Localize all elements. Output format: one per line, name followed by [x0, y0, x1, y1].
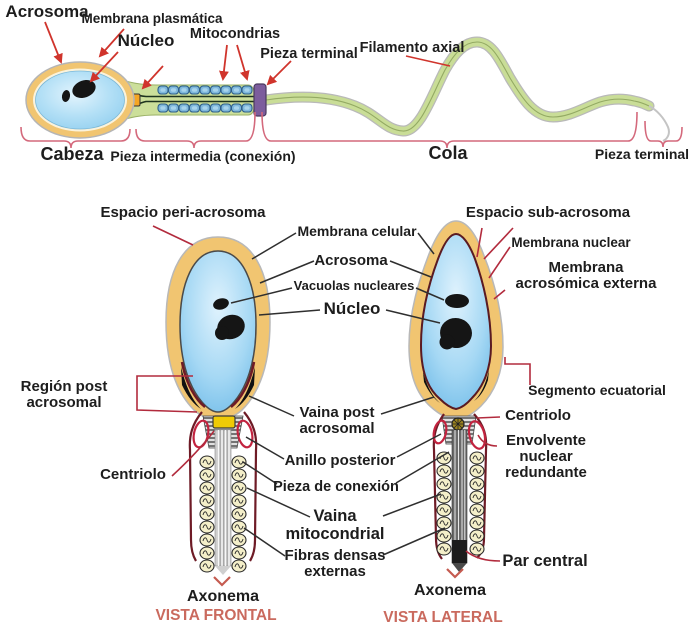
label-anillo-posterior: Anillo posterior: [284, 452, 396, 469]
lateral-head: [408, 220, 504, 421]
frontal-view-illustration: [165, 236, 271, 587]
annulus: [253, 83, 267, 117]
lateral-view-illustration: [408, 220, 504, 579]
label-pieza-terminal-top: Pieza terminal: [260, 46, 358, 62]
annotation-arrows: [44, 21, 451, 90]
label-axonema-frontal: Axonema: [186, 588, 260, 605]
frontal-neck-tail: [188, 411, 258, 587]
redundant-envelope-pointer: [477, 434, 498, 447]
label-segmento-ecuatorial: Segmento ecuatorial: [528, 382, 666, 398]
mitochondria-arrow-2: [236, 44, 250, 81]
nuclear-envelope-loop-left: [432, 419, 448, 445]
label-region-post-acrosomal: Región post acrosomal: [20, 378, 108, 412]
label-mitocondrias: Mitocondrias: [189, 26, 281, 42]
nucleus-vacuole: [61, 90, 71, 102]
tail-outline-left: [188, 411, 203, 562]
mitochondrial-sheath-right: [469, 451, 485, 556]
label-vacuolas-nucleares: Vacuolas nucleares: [293, 278, 415, 293]
peri-acrosome-pointer: [152, 225, 194, 246]
label-par-central: Par central: [502, 552, 588, 570]
label-axonema-lateral: Axonema: [413, 582, 487, 599]
section-brackets: [20, 111, 683, 149]
mitochondria-row-bottom: [157, 103, 253, 113]
caption-vista-lateral: VISTA LATERAL: [383, 609, 503, 626]
nuclear-vacuole: [445, 294, 469, 308]
terminal-piece-bracket: [644, 120, 683, 148]
label-pieza-de-conexion: Pieza de conexión: [273, 479, 399, 495]
label-cola: Cola: [428, 143, 468, 163]
label-centriolo-lateral: Centriolo: [505, 407, 571, 424]
mitochondrial-sheath-left: [199, 455, 215, 573]
post-acrosomal-region-bracket: [136, 375, 198, 413]
mitochondrial-sheath-right: [231, 455, 247, 573]
outer-acrosomal-membrane-pointer: [493, 289, 506, 300]
connecting-piece-arrow: [141, 65, 164, 90]
label-envolvente-nuclear-redundante: Envolvente nuclear redundante: [505, 432, 587, 482]
terminal-piece-arrow: [266, 60, 292, 86]
label-membrana-nuclear: Membrana nuclear: [511, 235, 631, 250]
centriole-block: [212, 415, 236, 429]
label-acrosoma-mid: Acrosoma: [314, 252, 388, 269]
sub-acrosome-pointer-2: [483, 227, 514, 260]
mitochondrial-sheath-left: [436, 451, 452, 556]
redundant-nuclear-envelope-loop: [467, 420, 487, 450]
lateral-neck-tail: [432, 413, 488, 579]
nuclear-envelope-loop-left: [192, 419, 210, 449]
label-nucleo-top: Núcleo: [117, 31, 175, 50]
post-acrosomal-wedge-left: [181, 367, 201, 409]
tail-bracket: [261, 111, 638, 149]
axoneme-chevron: [446, 568, 464, 579]
top-sperm-illustration: [20, 21, 683, 149]
label-membrana-celular: Membrana celular: [297, 223, 417, 239]
nuclear-envelope-loop-right: [236, 419, 254, 449]
nucleus-blob: [72, 80, 96, 98]
label-cabeza: Cabeza: [40, 144, 104, 164]
plasma-membrane-arrow: [98, 28, 125, 58]
label-nucleo-mid: Núcleo: [323, 299, 381, 318]
tail-outline-right: [243, 411, 258, 562]
tail-flagellum: [260, 36, 670, 142]
midpiece: [110, 76, 267, 124]
acrosome-arrow: [44, 21, 63, 64]
label-fibras-densas-externas: Fibras densas externas: [284, 547, 386, 581]
dark-pointer-lines: [230, 232, 450, 557]
nuclear-membrane-pointer: [488, 246, 511, 279]
head-bracket: [20, 126, 131, 149]
axoneme-chevron: [213, 576, 231, 587]
label-membrana-acrosomica-externa: Membrana acrosómica externa: [515, 259, 657, 293]
label-membrana-plasmatica: Membrana plasmática: [81, 11, 223, 26]
lateral-centriole-pointer: [476, 416, 501, 419]
label-espacio-sub-acrosoma: Espacio sub-acrosoma: [465, 204, 631, 221]
label-vaina-post-acrosomal: Vaina post acrosomal: [299, 404, 375, 438]
head-top-view: [25, 61, 135, 139]
label-filamento-axial: Filamento axial: [359, 40, 465, 56]
mitochondria-row-top: [157, 85, 253, 95]
nuclear-vacuole: [213, 298, 229, 310]
midpiece-bracket: [135, 111, 256, 149]
label-centriolo-frontal: Centriolo: [100, 466, 166, 483]
equatorial-segment-bracket: [504, 357, 531, 385]
label-espacio-peri-acrosoma: Espacio peri-acrosoma: [100, 204, 266, 221]
label-pieza-terminal-bracket: Pieza terminal: [594, 146, 690, 162]
central-pair-pointer: [465, 550, 501, 562]
sub-acrosome-pointer-1: [476, 227, 483, 258]
axial-filament-line: [405, 55, 451, 67]
label-pieza-intermedia: Pieza intermedia (conexión): [110, 148, 296, 164]
red-pointer-lines: [136, 225, 531, 562]
caption-vista-frontal: VISTA FRONTAL: [155, 607, 277, 624]
frontal-centriole-pointer: [171, 430, 215, 477]
nucleus-arrow: [89, 51, 119, 83]
label-acrosoma-top: Acrosoma: [5, 2, 89, 21]
post-acrosomal-wedge-right: [235, 367, 255, 409]
frontal-head: [165, 236, 271, 421]
label-vaina-mitocondrial: Vaina mitocondrial: [285, 507, 385, 543]
mitochondria-arrow-1: [219, 44, 229, 81]
